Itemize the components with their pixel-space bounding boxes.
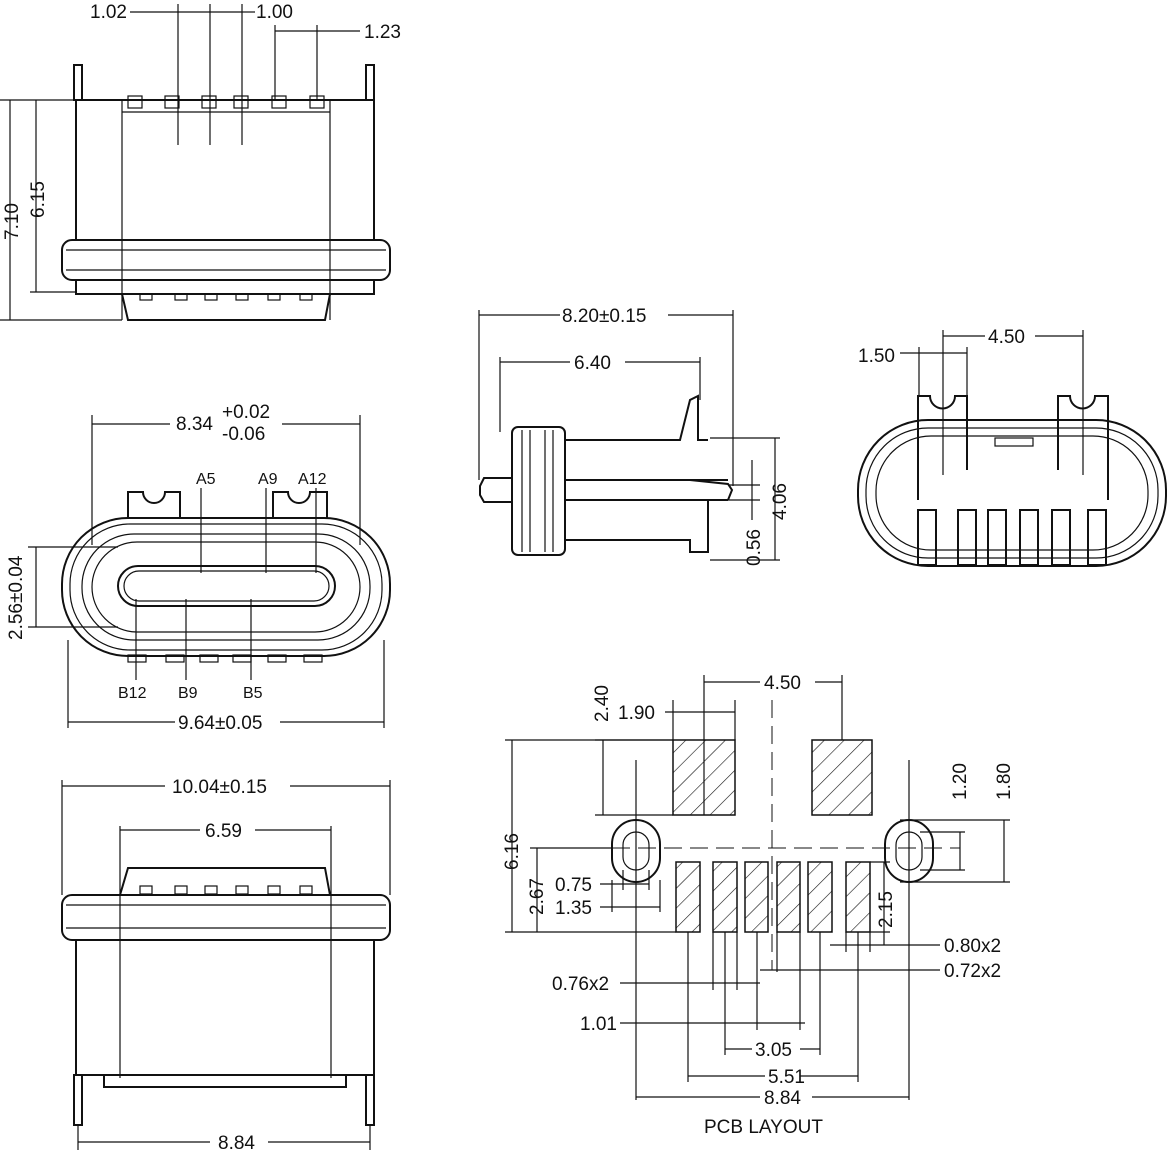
pin-label-a9: A9 bbox=[258, 471, 278, 488]
tol-minus: -0.06 bbox=[222, 424, 265, 445]
dim-8-20: 8.20±0.15 bbox=[562, 306, 646, 327]
dim-pcb-0-75: 0.75 bbox=[555, 875, 592, 896]
dim-2-56: 2.56±0.04 bbox=[6, 555, 27, 640]
dim-1-23: 1.23 bbox=[364, 22, 401, 43]
dim-pcb-4-50: 4.50 bbox=[764, 673, 801, 694]
front-view: 8.34 +0.02 -0.06 A5 A9 A12 B12 B9 B5 2.5… bbox=[6, 402, 391, 734]
pin-label-b9: B9 bbox=[178, 685, 198, 702]
dim-pcb-1-35: 1.35 bbox=[555, 898, 592, 919]
dim-10-04: 10.04±0.15 bbox=[172, 777, 267, 798]
dim-1-02: 1.02 bbox=[90, 2, 127, 23]
dim-6-59: 6.59 bbox=[205, 821, 242, 842]
dim-pcb-6-16: 6.16 bbox=[502, 833, 523, 870]
pin-label-a12: A12 bbox=[298, 471, 327, 488]
rear-view: 4.50 1.50 bbox=[857, 327, 1167, 567]
dim-4-50-rear: 4.50 bbox=[988, 327, 1025, 348]
dim-pcb-0-80x2: 0.80x2 bbox=[944, 936, 1001, 957]
dim-6-40: 6.40 bbox=[574, 353, 611, 374]
dim-pcb-2-15: 2.15 bbox=[876, 891, 897, 928]
dim-1-50: 1.50 bbox=[858, 346, 895, 367]
dim-pcb-1-20: 1.20 bbox=[950, 763, 971, 800]
dim-4-06: 4.06 bbox=[770, 483, 791, 520]
tol-plus: +0.02 bbox=[222, 402, 270, 423]
bottom-view: 10.04±0.15 6.59 8.84 bbox=[61, 777, 391, 1151]
pcb-layout: 4.50 2.40 1.90 6.16 1.20 1.80 2.67 0.75 … bbox=[502, 673, 1015, 1138]
side-view: 8.20±0.15 6.40 4.06 0.56 bbox=[478, 306, 791, 566]
dim-9-64: 9.64±0.05 bbox=[178, 713, 262, 734]
dim-pcb-2-67: 2.67 bbox=[527, 878, 548, 915]
dim-pcb-1-80: 1.80 bbox=[994, 763, 1015, 800]
dim-pcb-0-72x2: 0.72x2 bbox=[944, 961, 1001, 982]
dim-8-34: 8.34 bbox=[176, 414, 213, 435]
dim-7-10: 7.10 bbox=[2, 203, 23, 240]
pcb-pad-large-right bbox=[811, 739, 873, 816]
pin-label-b12: B12 bbox=[118, 685, 147, 702]
dim-8-84-bottom: 8.84 bbox=[218, 1133, 255, 1151]
top-view: 1.02 1.00 1.23 7.10 6.15 bbox=[0, 2, 401, 321]
pin-label-b5: B5 bbox=[243, 685, 263, 702]
dim-pcb-3-05: 3.05 bbox=[755, 1040, 792, 1061]
dim-pcb-5-51: 5.51 bbox=[768, 1067, 805, 1088]
pcb-layout-title: PCB LAYOUT bbox=[704, 1117, 823, 1138]
dim-pcb-0-76x2: 0.76x2 bbox=[552, 974, 609, 995]
dim-pcb-1-90: 1.90 bbox=[618, 703, 655, 724]
pin-label-a5: A5 bbox=[196, 471, 216, 488]
dim-pcb-8-84: 8.84 bbox=[764, 1088, 801, 1109]
pcb-signal-pads bbox=[675, 861, 871, 933]
dim-pcb-2-40: 2.40 bbox=[592, 685, 613, 722]
dim-0-56: 0.56 bbox=[744, 529, 765, 566]
dim-1-00: 1.00 bbox=[256, 2, 293, 23]
dim-pcb-1-01: 1.01 bbox=[580, 1014, 617, 1035]
dim-6-15: 6.15 bbox=[28, 181, 49, 218]
